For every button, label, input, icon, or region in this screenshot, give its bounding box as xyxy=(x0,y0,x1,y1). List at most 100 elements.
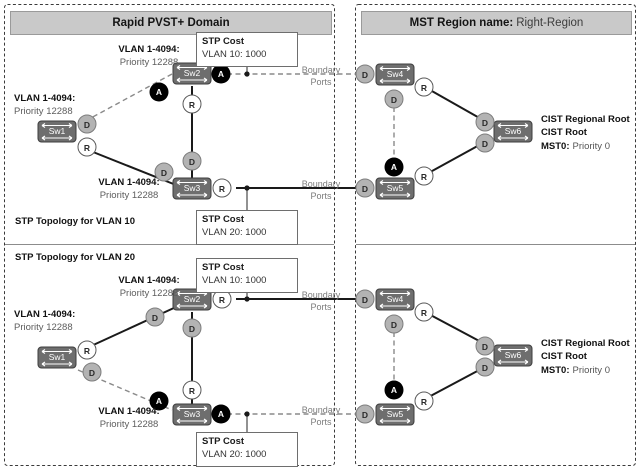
port-badge-sw1-designated-bottom[interactable] xyxy=(82,362,102,382)
stp-cost-value: VLAN 10: 1000 xyxy=(202,274,267,286)
vlan-priority-label: Priority 12288 xyxy=(119,56,179,68)
mst0-label: MST0: xyxy=(541,364,570,376)
vlan-range-label: VLAN 1-4094: xyxy=(14,309,76,320)
stp-cost-value: VLAN 20: 1000 xyxy=(202,226,267,238)
link-sw4-sw6-bottom xyxy=(422,310,484,344)
vlan-priority-note-sw3-top: VLAN 1-4094: Priority 12288 xyxy=(84,177,174,203)
topology-label-vlan10: STP Topology for VLAN 10 xyxy=(15,216,135,227)
port-badge-sw1-designated-top[interactable] xyxy=(77,114,97,134)
link-sw5-sw6-top xyxy=(422,142,484,177)
port-badge-sw1-root-top[interactable] xyxy=(77,137,97,157)
stp-cost-box-vlan20-top: STP Cost VLAN 20: 1000 xyxy=(196,210,298,245)
port-badge-sw3-alternate-boundary-bottom[interactable] xyxy=(211,404,231,424)
boundary-ports-line2: Ports xyxy=(310,77,332,88)
left-domain-header: Rapid PVST+ Domain xyxy=(10,11,332,35)
vlan-priority-note-sw2-top: VLAN 1-4094: Priority 12288 xyxy=(89,44,209,70)
port-badge-sw2-alternate-boundary-top[interactable] xyxy=(211,64,231,84)
cist-regional-root-label: CIST Regional Root xyxy=(541,114,630,125)
boundary-ports-line2: Ports xyxy=(310,302,332,313)
switch-sw4-top[interactable] xyxy=(375,63,415,86)
switch-sw5-top[interactable] xyxy=(375,177,415,200)
port-badge-sw6-designated-up-bottom[interactable] xyxy=(475,336,495,356)
switch-sw2-bottom[interactable] xyxy=(172,288,212,311)
port-badge-sw3-alternate-left-bottom[interactable] xyxy=(149,391,169,411)
vlan-range-label: VLAN 1-4094: xyxy=(118,44,180,55)
switch-sw3-top[interactable] xyxy=(172,177,212,200)
vlan-range-label: VLAN 1-4094: xyxy=(98,177,160,188)
left-domain-border xyxy=(4,4,335,466)
switch-sw1-top[interactable] xyxy=(37,120,77,143)
mst0-priority-value: Priority 0 xyxy=(572,364,610,376)
switch-sw6-top[interactable] xyxy=(493,120,533,143)
port-badge-sw5-alternate-top[interactable] xyxy=(384,157,404,177)
port-badge-sw2-designated-left-bottom[interactable] xyxy=(145,307,165,327)
port-badge-sw5-root-bottom[interactable] xyxy=(414,391,434,411)
vlan-priority-label: Priority 12288 xyxy=(14,105,73,117)
switch-sw2-top[interactable] xyxy=(172,62,212,85)
port-badge-sw3-designated-left-top[interactable] xyxy=(154,162,174,182)
topology-label-vlan20: STP Topology for VLAN 20 xyxy=(15,252,135,263)
cist-regional-root-label: CIST Regional Root xyxy=(541,338,630,349)
port-badge-sw4-root-bottom[interactable] xyxy=(414,302,434,322)
port-badge-sw2-designated-down-bottom[interactable] xyxy=(182,318,202,338)
cist-note-bottom: CIST Regional Root CIST Root MST0:Priori… xyxy=(541,337,630,377)
switch-sw5-bottom[interactable] xyxy=(375,403,415,426)
port-badge-sw5-designated-boundary-bottom[interactable] xyxy=(355,404,375,424)
boundary-ports-line2: Ports xyxy=(310,417,332,428)
vlan-priority-label: Priority 12288 xyxy=(99,189,159,201)
cost-anchor-dot-vlan20-bottom xyxy=(244,411,250,417)
port-badge-sw6-designated-down-bottom[interactable] xyxy=(475,357,495,377)
boundary-ports-line2: Ports xyxy=(310,191,332,202)
right-region-header-name: Right-Region xyxy=(516,17,584,29)
port-badge-sw5-root-top[interactable] xyxy=(414,166,434,186)
port-badge-sw4-designated-down-top[interactable] xyxy=(384,89,404,109)
port-badge-sw4-designated-boundary-bottom[interactable] xyxy=(355,289,375,309)
boundary-ports-line1: Boundary xyxy=(301,290,341,300)
link-sw5-sw6-bottom xyxy=(422,367,484,401)
stp-cost-value: VLAN 20: 1000 xyxy=(202,448,267,460)
switch-sw3-bottom[interactable] xyxy=(172,403,212,426)
port-badge-sw2-root-down-top[interactable] xyxy=(182,94,202,114)
switch-sw4-bottom[interactable] xyxy=(375,288,415,311)
cost-anchor-dot-vlan10-bottom xyxy=(244,296,250,302)
port-badge-sw4-designated-down-bottom[interactable] xyxy=(384,314,404,334)
port-badge-sw4-root-top[interactable] xyxy=(414,77,434,97)
stp-cost-title: STP Cost xyxy=(202,36,245,47)
port-badge-sw5-designated-boundary-top[interactable] xyxy=(355,178,375,198)
vlan-priority-note-sw1-bottom: VLAN 1-4094: Priority 12288 xyxy=(14,309,75,335)
switch-sw6-bottom[interactable] xyxy=(493,344,533,367)
vlan-priority-note-sw1-top: VLAN 1-4094: Priority 12288 xyxy=(14,93,75,119)
port-badge-sw3-designated-up-top[interactable] xyxy=(182,151,202,171)
vlan-priority-note-sw3-bottom: VLAN 1-4094: Priority 12288 xyxy=(84,406,174,432)
stp-cost-box-vlan10-bottom: STP Cost VLAN 10: 1000 xyxy=(196,258,298,293)
boundary-ports-label-top-vlan10: Boundary Ports xyxy=(290,64,352,88)
left-domain-header-title: Rapid PVST+ Domain xyxy=(112,17,230,29)
port-badge-sw2-root-boundary-bottom[interactable] xyxy=(212,289,232,309)
port-badge-sw4-designated-boundary-top[interactable] xyxy=(355,64,375,84)
port-badge-sw3-root-up-bottom[interactable] xyxy=(182,380,202,400)
boundary-ports-label-top-vlan20: Boundary Ports xyxy=(290,178,352,202)
port-badge-sw6-designated-down-top[interactable] xyxy=(475,133,495,153)
switch-sw1-bottom[interactable] xyxy=(37,346,77,369)
stp-cost-title: STP Cost xyxy=(202,436,245,447)
port-badge-sw6-designated-up-top[interactable] xyxy=(475,112,495,132)
port-badge-sw1-root-bottom[interactable] xyxy=(77,340,97,360)
port-badge-sw5-alternate-bottom[interactable] xyxy=(384,380,404,400)
stp-cost-value: VLAN 10: 1000 xyxy=(202,48,267,60)
right-region-header-title: MST Region name: xyxy=(409,17,514,29)
boundary-ports-line1: Boundary xyxy=(301,65,341,75)
boundary-ports-label-bottom-vlan10: Boundary Ports xyxy=(290,289,352,313)
boundary-ports-line1: Boundary xyxy=(301,179,341,189)
boundary-ports-line1: Boundary xyxy=(301,405,341,415)
stp-cost-box-vlan10-top: STP Cost VLAN 10: 1000 xyxy=(196,32,298,67)
port-badge-sw3-root-boundary-top[interactable] xyxy=(212,178,232,198)
cist-root-label: CIST Root xyxy=(541,351,587,363)
stp-cost-title: STP Cost xyxy=(202,262,245,273)
vlan-priority-note-sw2-bottom: VLAN 1-4094: Priority 12288 xyxy=(89,275,209,301)
vlan-range-label: VLAN 1-4094: xyxy=(14,93,76,104)
boundary-ports-label-bottom-vlan20: Boundary Ports xyxy=(290,404,352,428)
port-badge-sw2-alternate-left-top[interactable] xyxy=(149,82,169,102)
vlan-priority-label: Priority 12288 xyxy=(119,287,179,299)
